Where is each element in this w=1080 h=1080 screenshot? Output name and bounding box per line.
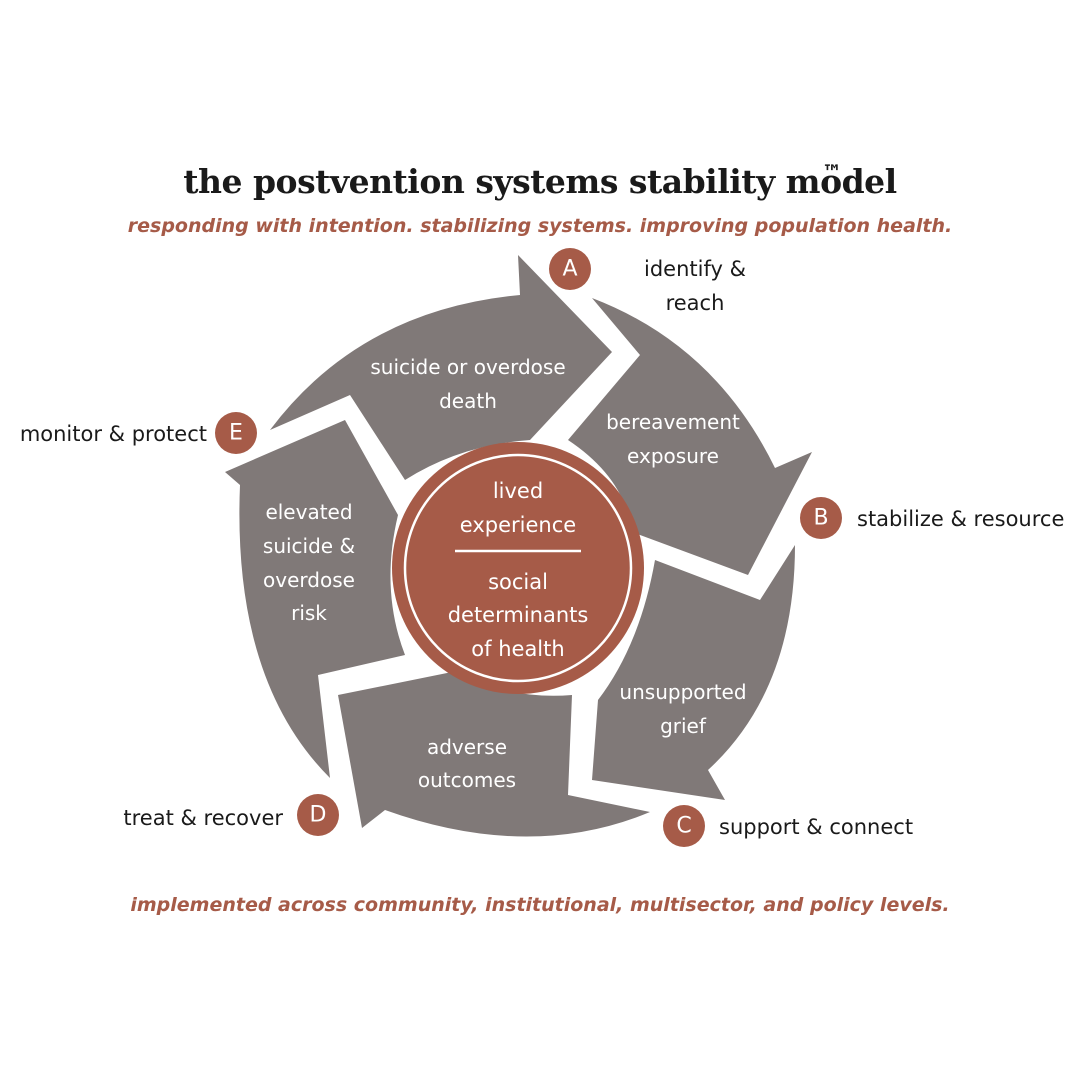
- core-bottom-line: of health: [471, 637, 564, 661]
- stage-label-line: stabilize & resource: [857, 507, 1064, 531]
- stage-label-line: support & connect: [719, 815, 913, 839]
- segment-label-line: unsupported: [619, 680, 746, 704]
- stage-marker: [549, 248, 591, 290]
- core-circle: lived experience social determinants of …: [392, 442, 644, 694]
- stage-marker: [800, 497, 842, 539]
- trademark-symbol: ™: [822, 160, 842, 184]
- stage-b: B stabilize & resource: [800, 497, 1064, 539]
- stage-letter: A: [562, 257, 577, 282]
- core-top-line: experience: [460, 513, 576, 537]
- stage-label-line: treat & recover: [123, 806, 283, 830]
- segment-arrow: [270, 255, 612, 480]
- stage-letter: E: [229, 421, 243, 446]
- segment-bereavement-exposure: bereavement exposure: [568, 298, 812, 575]
- stage-letter: B: [813, 506, 828, 531]
- segment-arrow: [568, 298, 812, 575]
- segment-label-line: suicide or overdose: [370, 355, 565, 379]
- segment-label-line: overdose: [263, 568, 355, 592]
- stage-label-line: identify &: [644, 257, 746, 281]
- segment-arrow: [338, 672, 650, 837]
- diagram-footer: implemented across community, institutio…: [130, 894, 950, 916]
- core-top-line: lived: [493, 479, 543, 503]
- core-inner-ring: [403, 453, 633, 683]
- stage-label-line: monitor & protect: [20, 422, 207, 446]
- segment-label-line: exposure: [627, 444, 719, 468]
- stage-a: A identify & reach: [549, 248, 746, 315]
- stage-letter: C: [676, 814, 691, 839]
- segment-elevated-risk: elevated suicide & overdose risk: [225, 420, 405, 778]
- segment-arrow: [592, 545, 795, 800]
- segment-adverse-outcomes: adverse outcomes: [338, 672, 650, 837]
- segment-label-line: death: [439, 389, 497, 413]
- segment-label-line: bereavement: [606, 410, 740, 434]
- segment-arrow: [225, 420, 405, 778]
- segment-label-line: suicide &: [263, 534, 355, 558]
- core-bottom-line: social: [488, 570, 548, 594]
- stage-label-line: reach: [666, 291, 725, 315]
- stage-e: E monitor & protect: [20, 412, 257, 454]
- segment-unsupported-grief: unsupported grief: [592, 545, 795, 800]
- stage-d: D treat & recover: [123, 794, 339, 836]
- segment-suicide-or-overdose-death: suicide or overdose death: [270, 255, 612, 480]
- stage-marker: [297, 794, 339, 836]
- diagram-title: the postvention systems stability model: [183, 162, 897, 201]
- segment-label-line: outcomes: [418, 768, 516, 792]
- diagram-subtitle: responding with intention. stabilizing s…: [127, 215, 953, 237]
- segment-label-line: grief: [660, 714, 707, 738]
- core-bottom-line: determinants: [448, 603, 589, 627]
- core-disc: [392, 442, 644, 694]
- stage-marker: [215, 412, 257, 454]
- segment-label-line: adverse: [427, 735, 507, 759]
- stage-c: C support & connect: [663, 805, 913, 847]
- stage-marker: [663, 805, 705, 847]
- stage-letter: D: [310, 803, 327, 828]
- segment-label-line: elevated: [265, 500, 352, 524]
- segment-label-line: risk: [291, 601, 327, 625]
